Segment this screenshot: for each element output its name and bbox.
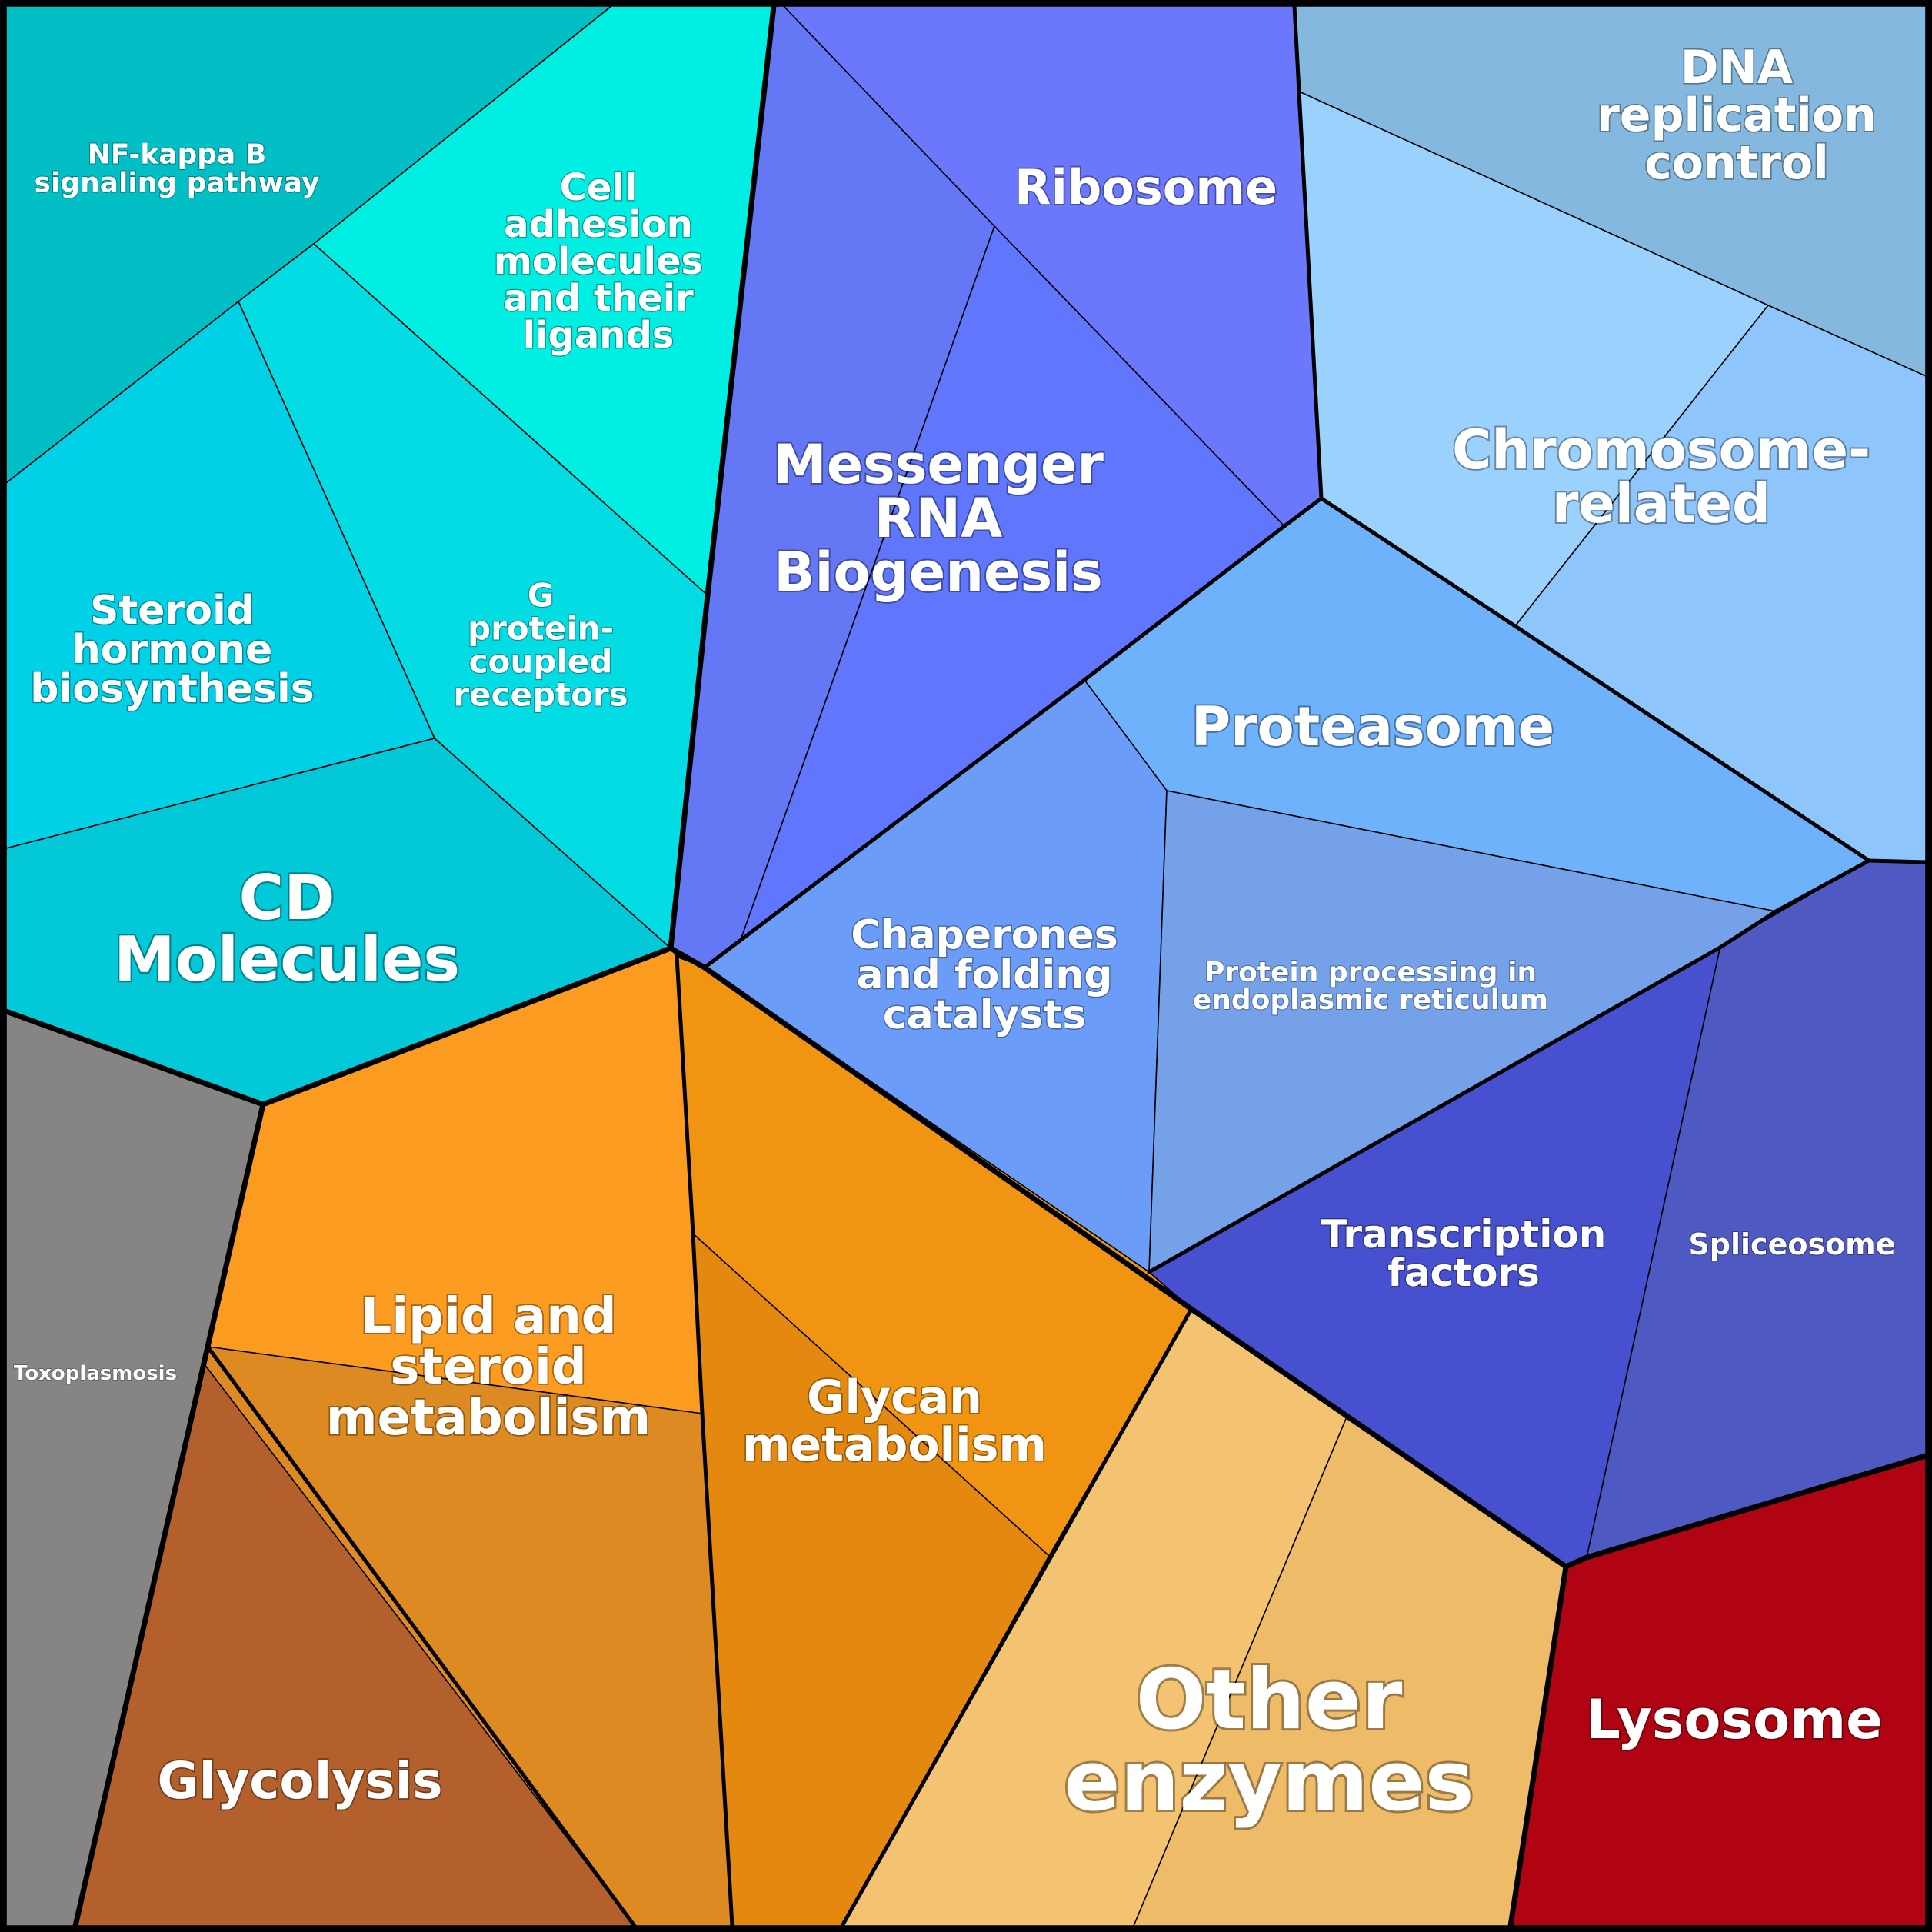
label-line: Ribosome <box>1014 159 1277 215</box>
label-line: biosynthesis <box>30 666 315 712</box>
group-boundaries <box>3 3 1929 1929</box>
label-toxoplasmosis: Toxoplasmosis <box>14 1362 177 1385</box>
label-line: Steroid <box>90 588 255 634</box>
label-line: metabolism <box>742 1418 1047 1472</box>
label-line: endoplasmic reticulum <box>1193 984 1548 1016</box>
label-line: protein- <box>468 609 614 647</box>
label-line: Biogenesis <box>774 541 1103 604</box>
label-proteasome: Proteasome <box>1191 695 1554 758</box>
label-line: and folding <box>857 952 1113 998</box>
label-line: related <box>1552 472 1770 535</box>
label-line: steroid <box>390 1339 586 1396</box>
label-line: hormone <box>72 627 273 673</box>
label-line: Proteasome <box>1191 695 1554 758</box>
label-ribosome: Ribosome <box>1014 159 1277 215</box>
label-line: Chaperones <box>851 912 1118 958</box>
label-line: DNA <box>1681 41 1794 95</box>
label-lysosome: Lysosome <box>1586 1688 1882 1751</box>
label-glycolysis: Glycolysis <box>157 1751 442 1810</box>
label-line: adhesion <box>504 203 693 246</box>
label-line: molecules <box>494 240 703 283</box>
label-line: replication <box>1597 88 1877 142</box>
label-line: receptors <box>453 675 628 713</box>
label-line: Lipid and <box>360 1288 616 1345</box>
label-line: Cell <box>560 166 638 209</box>
label-line: Glycan <box>807 1371 982 1424</box>
label-line: Spliceosome <box>1688 1227 1895 1261</box>
label-line: coupled <box>469 642 613 680</box>
label-line: NF-kappa B <box>88 138 267 170</box>
label-line: CD <box>238 862 335 934</box>
label-spliceosome: Spliceosome <box>1688 1227 1895 1261</box>
label-line: factors <box>1387 1251 1540 1295</box>
label-line: Chromosome- <box>1452 418 1870 481</box>
label-line: Transcription <box>1321 1212 1607 1257</box>
label-line: catalysts <box>883 992 1086 1038</box>
label-line: signaling pathway <box>35 167 320 198</box>
label-line: control <box>1644 136 1829 190</box>
label-line: Glycolysis <box>157 1751 442 1810</box>
label-line: Other <box>1136 1652 1403 1748</box>
label-line: Protein processing in <box>1204 957 1537 988</box>
label-line: metabolism <box>326 1390 651 1447</box>
label-line: Messenger <box>773 433 1104 496</box>
label-line: enzymes <box>1064 1734 1474 1830</box>
label-line: RNA <box>874 487 1003 550</box>
label-line: and their <box>503 277 694 320</box>
label-line: Lysosome <box>1586 1688 1882 1751</box>
label-line: Molecules <box>114 924 460 995</box>
label-line: Toxoplasmosis <box>14 1362 177 1385</box>
label-line: G <box>528 576 554 614</box>
label-chromosome-related: Chromosome-related <box>1452 418 1870 535</box>
label-line: ligands <box>523 314 675 357</box>
